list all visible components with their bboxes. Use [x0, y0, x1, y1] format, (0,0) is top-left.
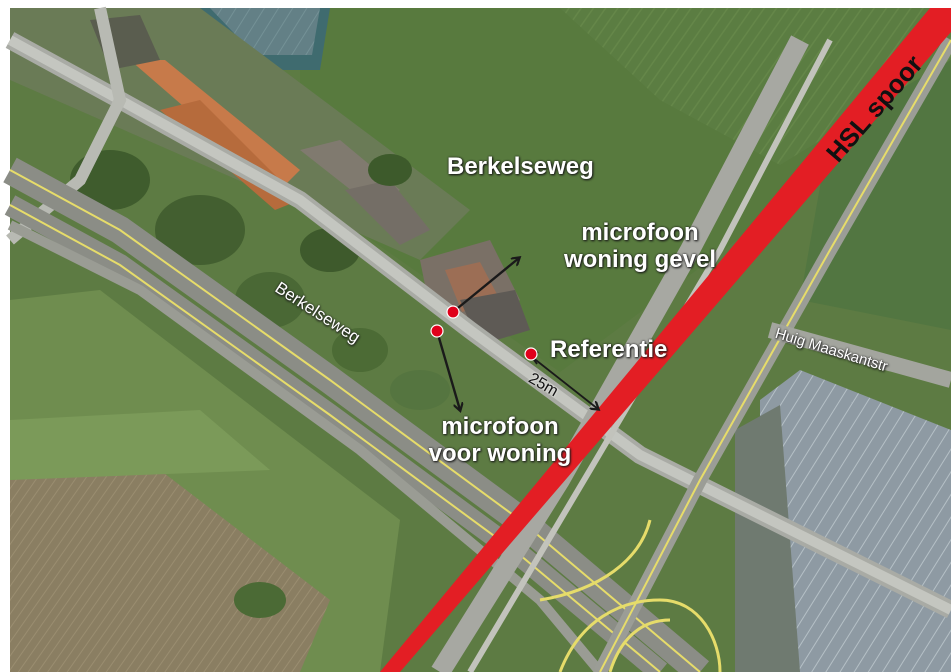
photo-canvas [3, 6, 951, 672]
mic-front-line2: voor woning [428, 439, 572, 467]
reference-label: Referentie [550, 336, 668, 363]
arrow-facade [452, 258, 519, 313]
measurement-point-front [430, 324, 444, 338]
mic-front-label: microfoon voor woning [385, 413, 615, 468]
rail-band [380, 8, 951, 672]
distance-arrow [531, 356, 598, 409]
arrow-front [435, 330, 460, 410]
measurement-point-facade [446, 305, 460, 319]
area-name-label: Berkelseweg [447, 153, 594, 180]
mic-facade-label: microfoon woning gevel [515, 219, 765, 274]
measurement-point-reference [524, 347, 538, 361]
mic-front-line1: microfoon [441, 413, 559, 440]
mic-facade-line1: microfoon [581, 219, 699, 246]
mic-facade-line2: woning gevel [563, 245, 716, 273]
